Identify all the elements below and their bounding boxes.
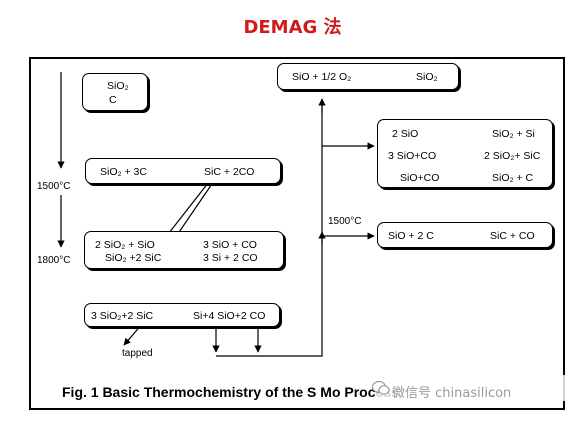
sioc-right: SiC + CO — [490, 230, 535, 242]
input-c: C — [109, 94, 117, 106]
rx3-right: SiO₂ + C — [492, 172, 534, 184]
tapped-label: tapped — [122, 348, 153, 359]
figure-caption: Fig. 1 Basic Thermochemistry of the S Mo… — [62, 384, 399, 400]
bottom-left: 3 SiO₂+2 SiC — [91, 310, 154, 322]
sio-carbon-box: SiO + 2 C SiC + CO — [377, 222, 553, 248]
sic-formation-box: SiO₂ + 3C SiC + 2CO — [85, 158, 281, 184]
sic-form-left: SiO₂ + 3C — [100, 166, 147, 178]
rx2-left: 3 SiO+CO — [388, 150, 437, 162]
temp-1800-left: 1800°C — [37, 255, 71, 266]
wechat-icon — [372, 380, 390, 395]
top-left: SiO + 1/2 O₂ — [292, 71, 352, 83]
oxidation-box: SiO + 1/2 O₂ SiO₂ — [277, 63, 459, 90]
collector-line — [216, 99, 323, 357]
watermark-text: 微信号 chinasilicon — [392, 386, 512, 401]
watermark-backdrop — [375, 375, 567, 401]
sic-form-right: SiC + 2CO — [204, 166, 255, 178]
bottom-right: Si+4 SiO+2 CO — [193, 310, 266, 322]
sio-reactions-box: 2 SiO SiO₂ + Si 3 SiO+CO 2 SiO₂+ SiC SiO… — [377, 119, 553, 188]
rx2-right: 2 SiO₂+ SiC — [484, 150, 541, 162]
input-sio2: SiO₂ — [107, 80, 129, 92]
rx3-left: SiO+CO — [400, 172, 440, 184]
rx1-left: 2 SiO — [392, 128, 419, 140]
mid-l1-right: 3 SiO + CO — [203, 239, 257, 251]
mid-l2-left: SiO₂ +2 SiC — [105, 252, 162, 264]
sioc-left: SiO + 2 C — [388, 230, 434, 242]
top-right: SiO₂ — [416, 71, 438, 83]
rx1-right: SiO₂ + Si — [492, 128, 535, 140]
page-title: DEMAG 法 — [243, 17, 342, 38]
input-box: SiO₂ C — [82, 73, 148, 111]
temp-1500-left: 1500°C — [37, 181, 71, 192]
mid-reaction-box: 2 SiO₂ + SiO 3 SiO + CO SiO₂ +2 SiC 3 Si… — [84, 231, 284, 269]
mid-l1-left: 2 SiO₂ + SiO — [95, 239, 155, 251]
bottom-reaction-box: 3 SiO₂+2 SiC Si+4 SiO+2 CO — [84, 303, 280, 327]
mid-l2-right: 3 Si + 2 CO — [203, 252, 258, 264]
temp-1500-right: 1500°C — [328, 216, 362, 227]
